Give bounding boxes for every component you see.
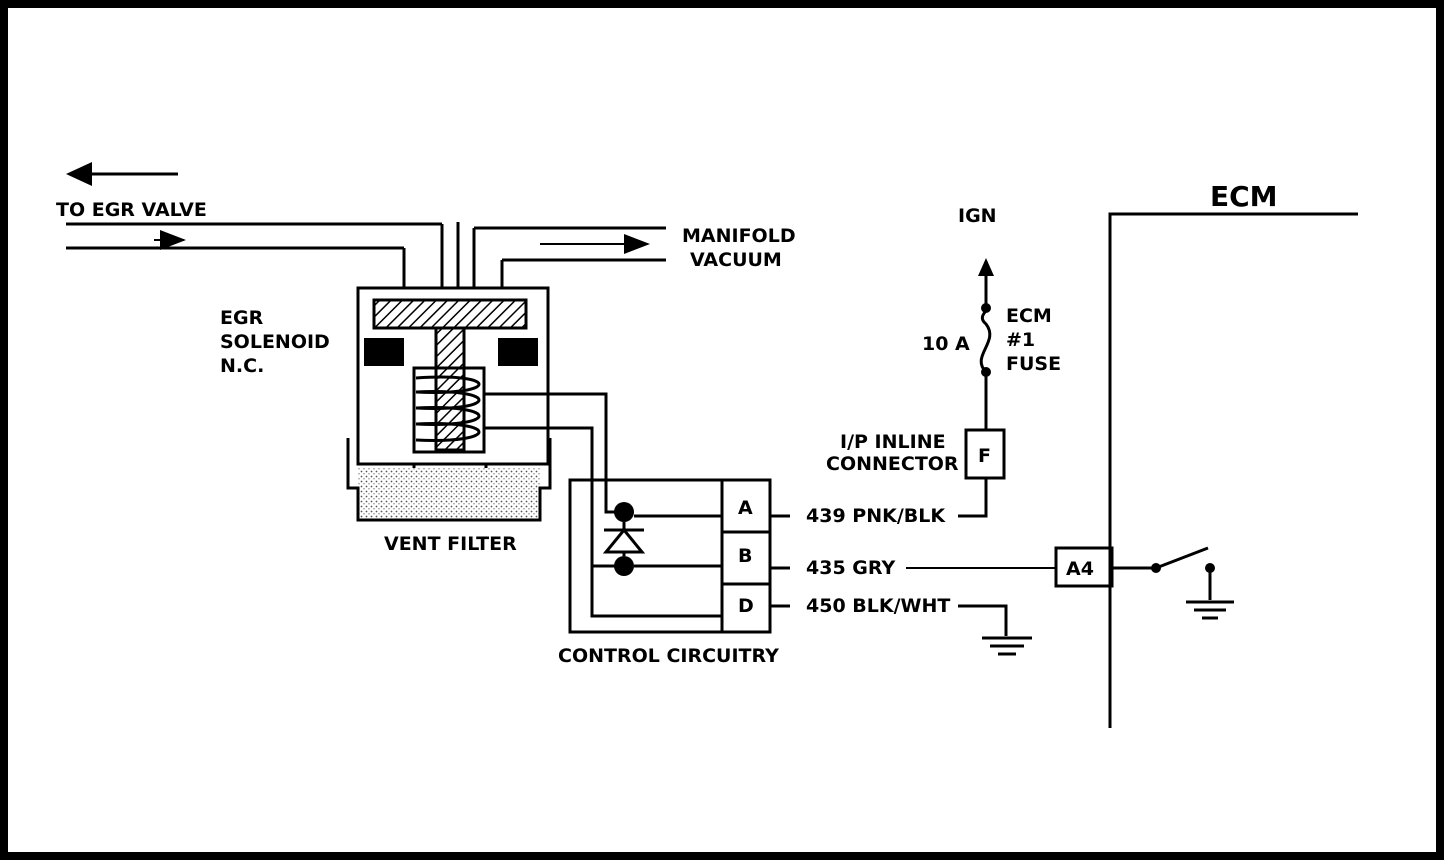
solenoid-label-1: EGR [220,307,264,329]
fuse-label-1: ECM [1006,305,1052,327]
connector-label-1: I/P INLINE [840,431,946,453]
fuse-label-3: FUSE [1006,353,1061,375]
wiring [770,478,1056,656]
vacuum-label: VACUUM [690,249,782,271]
vent-filter-label: VENT FILTER [384,533,517,555]
to-egr-valve-label: TO EGR VALVE [56,199,207,221]
pin-b-label: B [738,545,752,567]
vacuum-hoses [66,162,666,288]
egr-solenoid [346,286,624,568]
connector-pin-f: F [978,445,991,467]
solenoid-label-2: SOLENOID [220,331,330,353]
solenoid-label-3: N.C. [220,355,264,377]
wire-d-label: 450 BLK/WHT [806,595,950,617]
pin-a-label: A [738,497,753,519]
fuse-rating-label: 10 A [922,333,970,355]
fuse-label-2: #1 [1006,329,1035,351]
wire-a-label: 439 PNK/BLK [806,505,946,527]
ecm-module [1054,212,1358,728]
ecm-pin-a4: A4 [1066,558,1094,580]
ecm-label: ECM [1210,180,1278,213]
fuse-circuit [964,258,1006,480]
connector-label-2: CONNECTOR [826,453,959,475]
ign-label: IGN [958,205,997,227]
manifold-label: MANIFOLD [682,225,796,247]
control-circuitry [568,478,772,634]
wire-b-label: 435 GRY [806,557,895,579]
pin-d-label: D [738,595,754,617]
control-circuitry-label: CONTROL CIRCUITRY [558,645,779,667]
